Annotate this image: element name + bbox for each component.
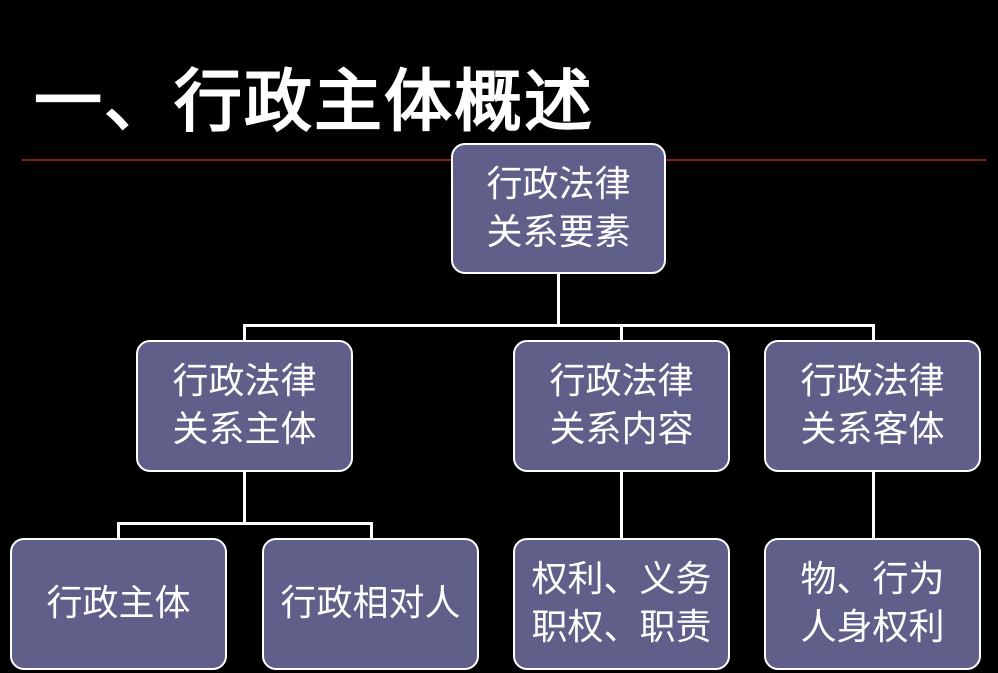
connector-subject-bar [117, 522, 373, 525]
node-relation-content: 行政法律 关系内容 [513, 340, 730, 472]
node-admin-counterpart-line-1: 行政相对人 [280, 583, 461, 624]
node-rights-duties-line-2: 职权、职责 [531, 607, 712, 648]
node-relation-content-line-2: 关系内容 [549, 409, 694, 450]
node-admin-subject: 行政主体 [10, 538, 227, 670]
node-objects-line-1: 物、行为 [800, 559, 945, 600]
connector-to-counterpart [370, 522, 373, 540]
slide-title: 一、行政主体概述 [34, 63, 595, 142]
node-relation-object-line-2: 关系客体 [800, 409, 945, 450]
node-rights-duties-line-1: 权利、义务 [531, 559, 712, 600]
connector-subject-stem [243, 471, 246, 524]
node-objects: 物、行为 人身权利 [764, 538, 981, 670]
root-node-line-1: 行政法律 [486, 163, 631, 205]
node-admin-subject-line-1: 行政主体 [46, 583, 191, 624]
root-node-line-2: 关系要素 [486, 211, 631, 253]
connector-root-stem [557, 273, 560, 326]
node-relation-content-line-1: 行政法律 [549, 361, 694, 402]
node-relation-object: 行政法律 关系客体 [764, 340, 981, 472]
node-admin-counterpart: 行政相对人 [262, 538, 479, 670]
connector-to-content [620, 324, 623, 342]
node-relation-subject-line-2: 关系主体 [172, 409, 317, 450]
connector-to-subject [243, 324, 246, 342]
connector-to-object [872, 324, 875, 342]
connector-to-admin-subject [117, 522, 120, 540]
node-rights-duties: 权利、义务 职权、职责 [513, 538, 730, 670]
connector-object-stem [872, 471, 875, 540]
node-relation-subject: 行政法律 关系主体 [136, 340, 353, 472]
node-objects-line-2: 人身权利 [800, 607, 945, 648]
root-node: 行政法律 关系要素 [451, 143, 666, 274]
connector-level1-bar [243, 324, 875, 327]
connector-content-stem [620, 471, 623, 540]
node-relation-subject-line-1: 行政法律 [172, 361, 317, 402]
node-relation-object-line-1: 行政法律 [800, 361, 945, 402]
